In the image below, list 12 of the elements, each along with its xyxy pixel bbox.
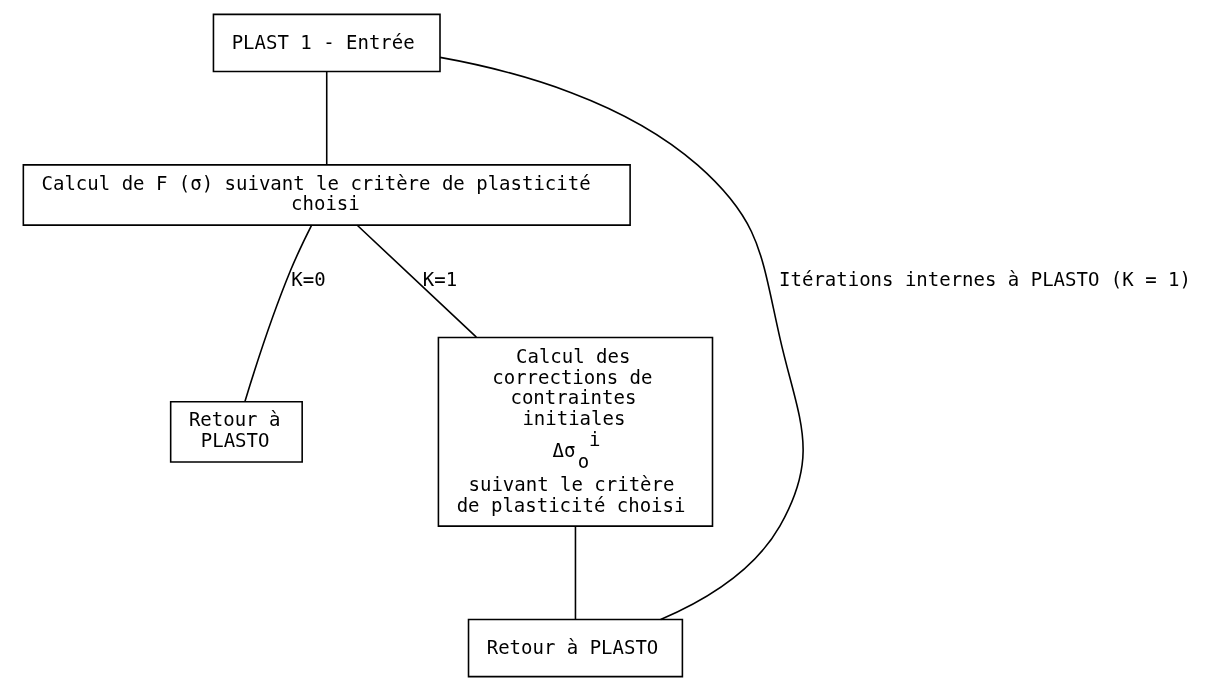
connector [325,71,328,166]
connector [356,224,478,338]
node-box: Calcul de F (σ) suivant le critère de plasticité choisi [22,164,631,226]
connector [439,56,804,621]
edge-label: K=1 [422,268,458,291]
connector [574,525,577,621]
connector [244,224,313,403]
edge-label: K=0 [291,268,326,291]
node-box: Retour à PLASTO [169,400,303,463]
node-box: Retour à PLASTO [467,618,684,678]
node-box: PLAST 1 - Entrée [212,13,441,73]
edge-label: Itérations internes à PLASTO (K = 1) [779,268,1191,291]
